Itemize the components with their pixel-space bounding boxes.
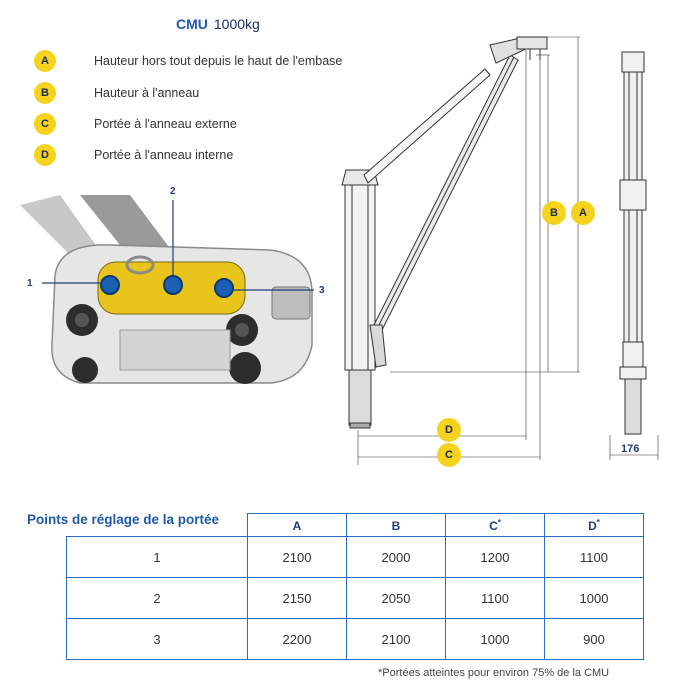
legend-item-b: B Hauteur à l'anneau	[34, 82, 199, 104]
cell-a: 2150	[247, 577, 347, 619]
cell-b: 2000	[346, 536, 446, 578]
reach-table: A B C* D* 1 2100 2000 1200 1100 2 2150 2…	[66, 513, 644, 660]
col-header-a: A	[247, 513, 347, 537]
row-point: 2	[66, 577, 248, 619]
front-view-drawing	[609, 51, 659, 460]
table-header-row: A B C* D*	[67, 513, 644, 537]
legend-text-b: Hauteur à l'anneau	[94, 86, 200, 100]
cell-d: 1000	[544, 577, 644, 619]
cell-b: 2100	[346, 618, 446, 660]
legend-text-c: Portée à l'anneau externe	[94, 117, 237, 131]
cell-c: 1200	[445, 536, 545, 578]
table-header-corner	[67, 514, 248, 537]
col-header-d: D*	[544, 513, 644, 537]
legend-badge-c: C	[34, 113, 56, 135]
cmu-value: 1000kg	[213, 16, 260, 32]
point-label-2: 2	[170, 186, 176, 197]
legend-text-d: Portée à l'anneau interne	[94, 148, 234, 162]
legend-item-a: A Hauteur hors tout depuis le haut de l'…	[34, 50, 342, 72]
dim-badge-d: D	[437, 418, 461, 442]
col-header-b: B	[346, 513, 446, 537]
side-view-drawing	[341, 36, 580, 465]
row-point: 3	[66, 618, 248, 660]
cell-a: 2100	[247, 536, 347, 578]
point-label-1: 1	[27, 278, 33, 289]
width-176-label: 176	[621, 443, 640, 455]
cell-d: 1100	[544, 536, 644, 578]
table-row: 1 2100 2000 1200 1100	[66, 536, 644, 578]
col-header-c: C*	[445, 513, 545, 537]
cmu-label: CMU	[176, 16, 208, 32]
point-label-3: 3	[319, 285, 325, 296]
cell-d: 900	[544, 618, 644, 660]
footnote: *Portées atteintes pour environ 75% de l…	[378, 667, 610, 679]
legend-item-d: D Portée à l'anneau interne	[34, 144, 233, 166]
table-row: 3 2200 2100 1000 900	[66, 618, 644, 660]
cell-a: 2200	[247, 618, 347, 660]
legend-text-a: Hauteur hors tout depuis le haut de l'em…	[94, 54, 343, 68]
cell-b: 2050	[346, 577, 446, 619]
cmu-heading: CMU 1000kg	[176, 16, 260, 32]
table-title: Points de réglage de la portée	[27, 512, 220, 527]
dim-badge-b: B	[542, 201, 566, 225]
legend-item-c: C Portée à l'anneau externe	[34, 113, 237, 135]
cell-c: 1000	[445, 618, 545, 660]
dim-badge-a: A	[571, 201, 595, 225]
legend-badge-a: A	[34, 50, 56, 72]
adjustment-plate-photo	[0, 195, 330, 390]
cell-c: 1100	[445, 577, 545, 619]
row-point: 1	[66, 536, 248, 578]
legend-badge-d: D	[34, 144, 56, 166]
table-row: 2 2150 2050 1100 1000	[66, 577, 644, 619]
legend-badge-b: B	[34, 82, 56, 104]
dim-badge-c: C	[437, 443, 461, 467]
